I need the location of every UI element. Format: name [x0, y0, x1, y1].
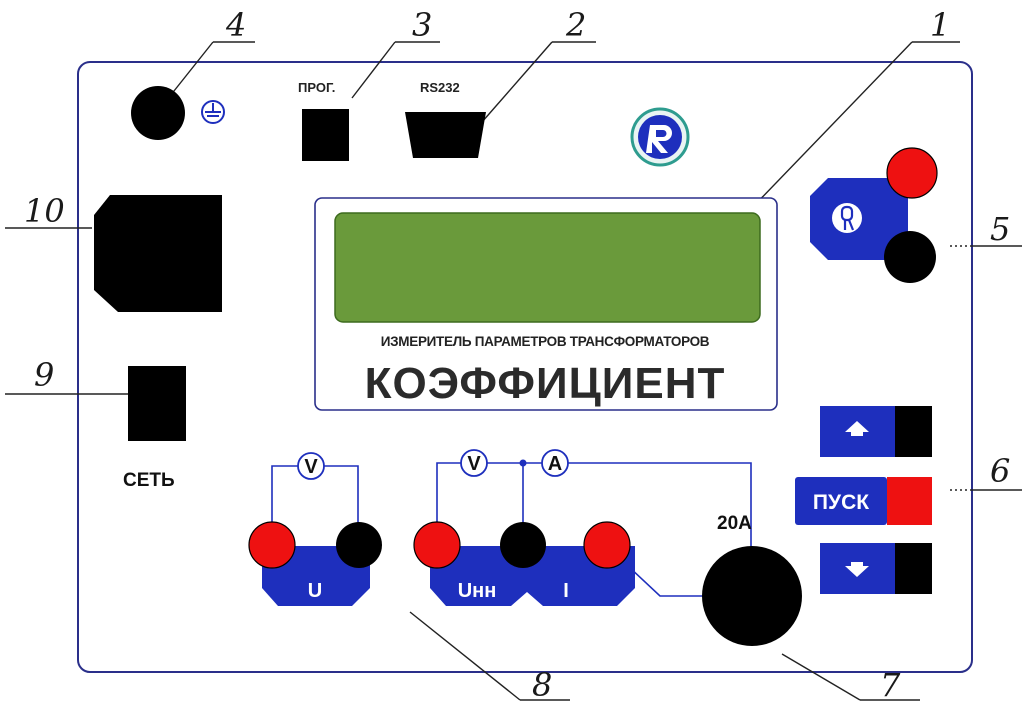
callout-8: 8 [532, 666, 552, 704]
start-button-label: ПУСК [813, 491, 869, 514]
callout-1: 1 [930, 6, 950, 44]
i-red-terminal[interactable] [583, 521, 631, 569]
callout-6: 6 [990, 452, 1010, 490]
current-20a-terminal[interactable] [702, 546, 802, 646]
terminal-u-label: U [308, 580, 322, 602]
callout-10: 10 [24, 192, 65, 230]
common-black-terminal[interactable] [500, 522, 546, 568]
rs232-port[interactable] [405, 112, 486, 158]
arrow-down-icon [845, 562, 869, 577]
terminal-i-label: I [563, 580, 569, 602]
power-switch-label: СЕТЬ [123, 470, 175, 491]
callout-7: 7 [880, 666, 901, 704]
voltmeter-unn-icon: V [460, 449, 488, 477]
terminal-unn-label: Uнн [458, 580, 497, 602]
voltmeter-u-icon: V [297, 452, 325, 480]
svg-text:A: A [548, 453, 562, 475]
rs232-port-label: RS232 [420, 80, 460, 95]
u-black-terminal[interactable] [336, 522, 382, 568]
callout-4: 4 [225, 6, 246, 44]
up-button[interactable] [820, 406, 932, 457]
start-button[interactable]: ПУСК [795, 477, 932, 525]
callout-3: 3 [412, 6, 432, 44]
prog-port[interactable] [302, 109, 349, 161]
company-logo-icon [630, 107, 690, 167]
ammeter-icon: A [541, 449, 569, 477]
probe-icon [832, 203, 862, 233]
power-switch[interactable] [128, 366, 186, 441]
device-caption: ИЗМЕРИТЕЛЬ ПАРАМЕТРОВ ТРАНСФОРМАТОРОВ [381, 334, 710, 349]
callout-5: 5 [990, 210, 1010, 248]
unn-red-terminal[interactable] [413, 521, 461, 569]
arrow-up-icon [845, 421, 869, 436]
u-red-terminal[interactable] [248, 521, 296, 569]
current-terminal-label: 20A [717, 513, 752, 534]
ground-symbol-icon [201, 100, 225, 124]
prog-port-label: ПРОГ. [298, 80, 335, 95]
ground-terminal[interactable] [131, 86, 185, 140]
callout-leaders [5, 41, 1022, 701]
lcd-screen [334, 212, 761, 323]
wire-junction [519, 459, 527, 467]
callout-9: 9 [34, 356, 54, 394]
mains-socket[interactable] [94, 195, 222, 312]
probe-black-terminal[interactable] [884, 231, 936, 283]
svg-text:V: V [304, 456, 318, 478]
device-brand: КОЭФФИЦИЕНТ [365, 359, 726, 408]
probe-red-terminal[interactable] [886, 147, 938, 199]
terminal-pod-unn-i [430, 546, 635, 606]
down-button[interactable] [820, 543, 932, 594]
callout-2: 2 [565, 6, 586, 44]
svg-text:V: V [467, 453, 481, 475]
